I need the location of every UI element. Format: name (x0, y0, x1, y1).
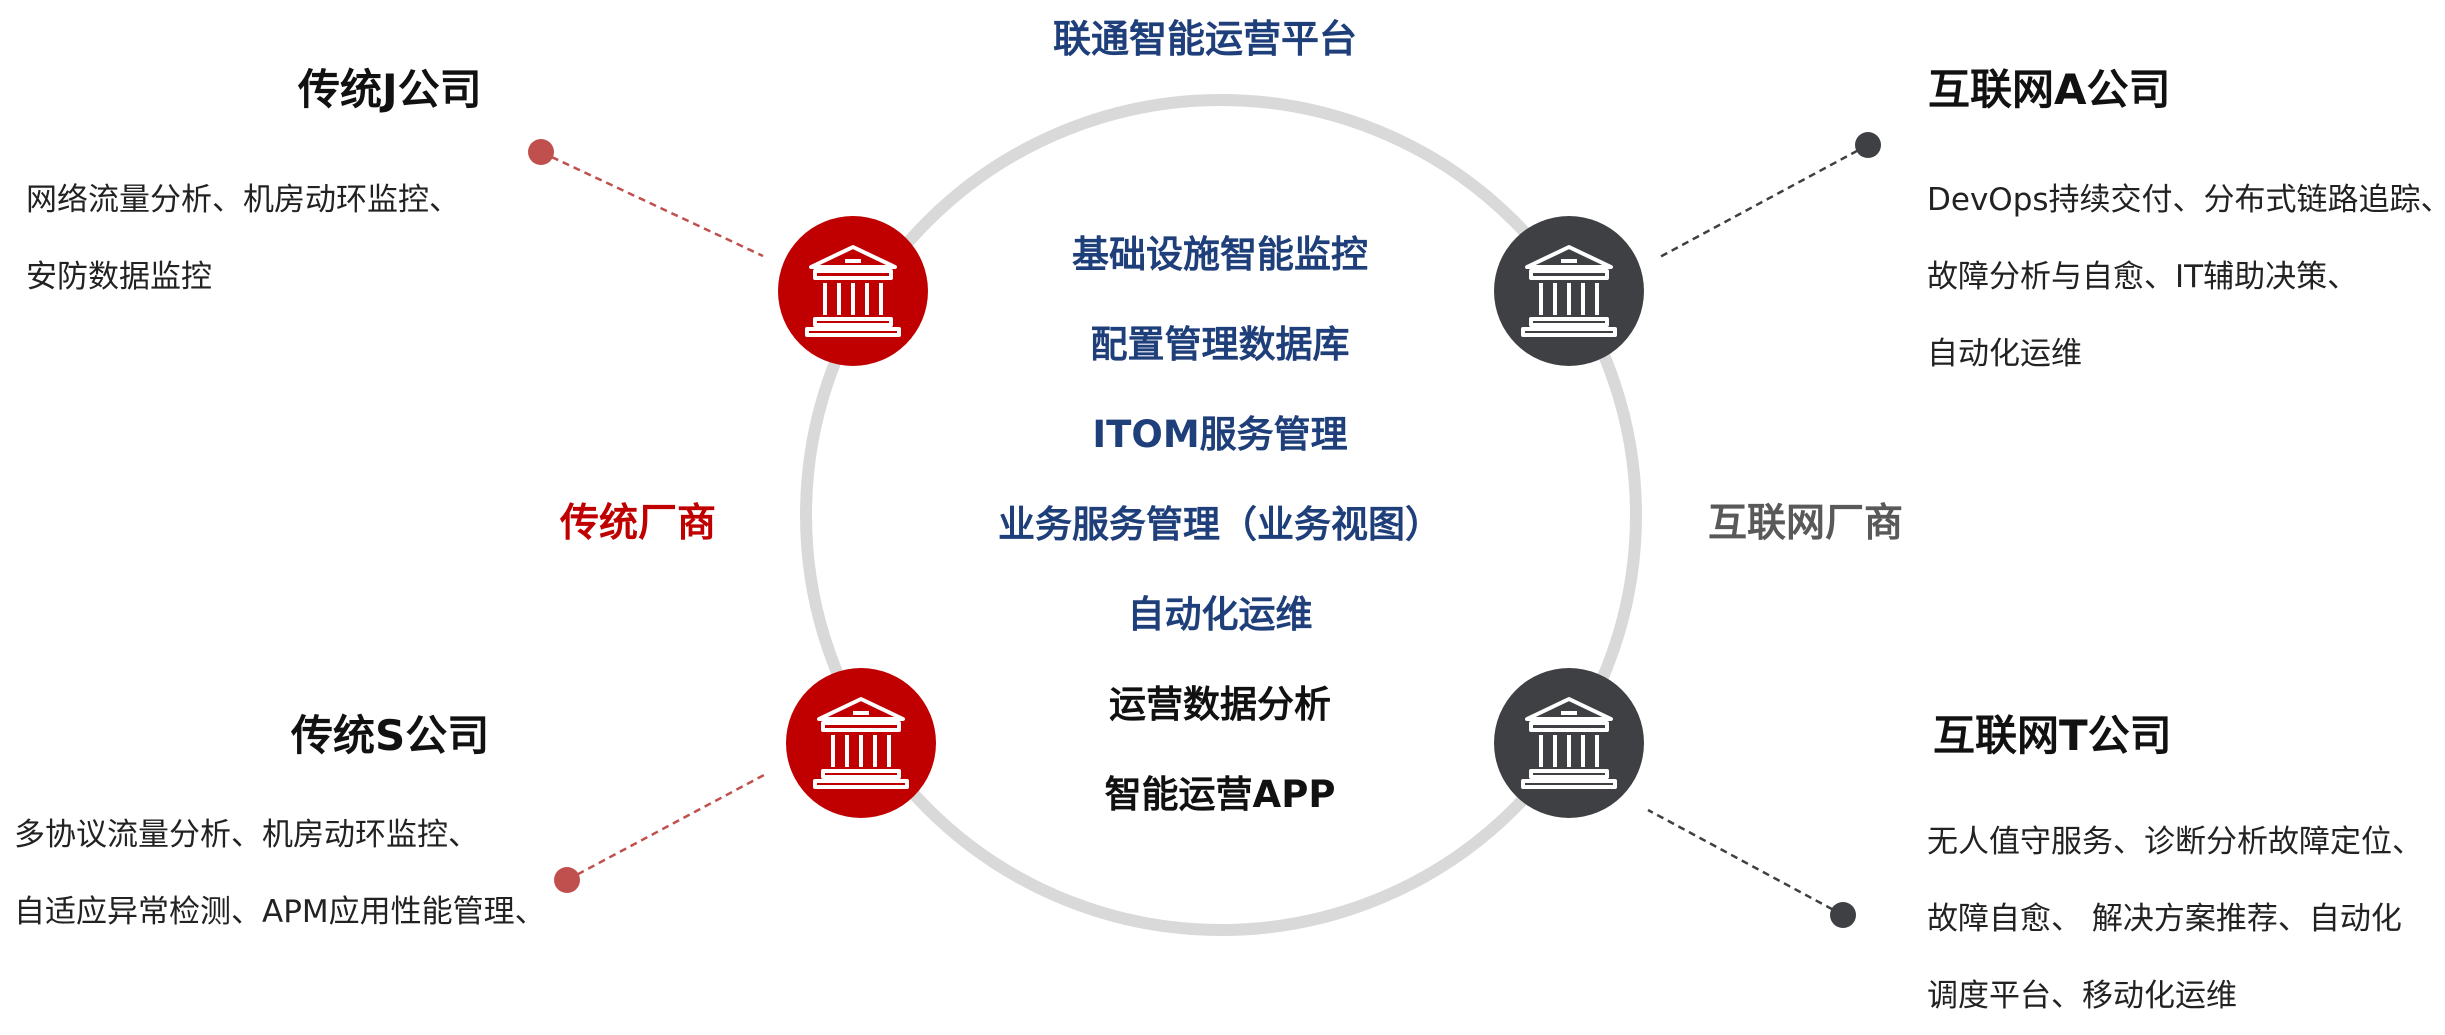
description-line: 自动化运维 (1927, 336, 2082, 372)
company-s-description: 多协议流量分析、机房动环监控、 自适应异常检测、APM应用性能管理、 (14, 797, 546, 951)
bank-building-icon (1517, 241, 1621, 341)
diagram-connectors (528, 94, 1881, 936)
capability-item: 配置管理数据库 (1090, 323, 1350, 366)
company-a-badge (1494, 216, 1644, 366)
description-line: 网络流量分析、机房动环监控、 (26, 182, 460, 218)
bank-building-icon (809, 693, 913, 793)
capability-list: 基础设施智能监控 配置管理数据库 ITOM服务管理 业务服务管理（业务视图） 自… (965, 220, 1475, 850)
platform-ring (800, 94, 1642, 936)
connector-dot-t (1830, 902, 1856, 928)
capability-item: 自动化运维 (1127, 593, 1313, 636)
company-a-description: DevOps持续交付、分布式链路追踪、 故障分析与自愈、IT辅助决策、 自动化运… (1927, 162, 2445, 393)
company-a-name: 互联网A公司 (1928, 65, 2171, 114)
category-traditional: 传统厂商 (560, 501, 717, 546)
connector-dot-a (1855, 132, 1881, 158)
company-s-badge (786, 668, 936, 818)
company-s-name: 传统S公司 (291, 711, 490, 760)
capability-item: 运营数据分析 (1109, 683, 1331, 726)
description-line: 无人值守服务、诊断分析故障定位、 (1927, 824, 2423, 860)
company-j-name: 传统J公司 (298, 65, 482, 114)
connector-line-a (1657, 143, 1869, 260)
connector-line-j (540, 150, 764, 258)
company-j-description: 网络流量分析、机房动环监控、 安防数据监控 (26, 162, 460, 316)
company-j-badge (778, 216, 928, 366)
capability-item: 智能运营APP (1104, 773, 1336, 816)
description-line: 自适应异常检测、APM应用性能管理、 (14, 894, 546, 930)
connector-line-s (566, 773, 765, 882)
description-line: DevOps持续交付、分布式链路追踪、 (1927, 182, 2445, 218)
description-line: 故障自愈、 解决方案推荐、自动化 (1927, 901, 2402, 937)
platform-title: 联通智能运营平台 (1053, 17, 1358, 61)
capability-item: ITOM服务管理 (1092, 413, 1348, 456)
bank-building-icon (801, 241, 905, 341)
bank-building-icon (1517, 693, 1621, 793)
company-t-badge (1494, 668, 1644, 818)
description-line: 调度平台、移动化运维 (1927, 978, 2237, 1014)
connector-dot-j (528, 139, 554, 165)
description-line: 多协议流量分析、机房动环监控、 (14, 817, 479, 853)
capability-item: 基础设施智能监控 (1072, 233, 1368, 276)
capability-item: 业务服务管理（业务视图） (998, 503, 1442, 546)
category-internet: 互联网厂商 (1708, 501, 1904, 546)
company-t-name: 互联网T公司 (1933, 711, 2172, 760)
company-t-description: 无人值守服务、诊断分析故障定位、 故障自愈、 解决方案推荐、自动化 调度平台、移… (1927, 804, 2423, 1035)
connector-dot-s (554, 867, 580, 893)
description-line: 故障分析与自愈、IT辅助决策、 (1927, 259, 2359, 295)
platform-diagram: 联通智能运营平台 基础设施智能监控 配置管理数据库 ITOM服务管理 业务服务管… (14, 17, 2445, 1014)
connector-line-t (1647, 808, 1844, 917)
description-line: 安防数据监控 (26, 259, 212, 295)
